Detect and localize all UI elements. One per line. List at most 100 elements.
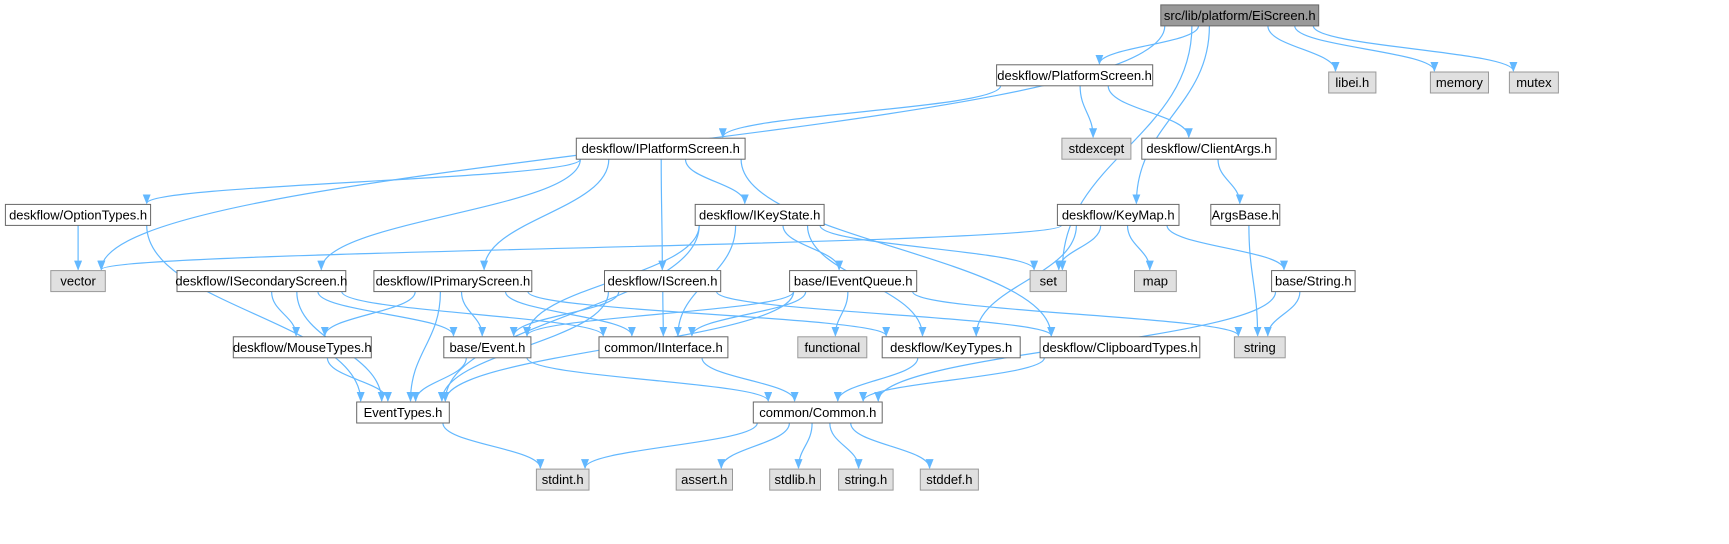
edge-iprimaryscreen-to-eventtypes <box>406 291 441 402</box>
node-label-iprimaryscreen: deskflow/IPrimaryScreen.h <box>376 274 531 289</box>
node-eiscreen[interactable]: src/lib/platform/EiScreen.h <box>1160 4 1320 27</box>
node-label-keymap: deskflow/KeyMap.h <box>1062 207 1175 222</box>
edge-platformscreen-to-iplatformscreen <box>718 85 1002 139</box>
edge-iplatformscreen-to-clipboardtypes <box>740 159 1056 337</box>
node-keytypes[interactable]: deskflow/KeyTypes.h <box>881 336 1021 359</box>
edge-string_h-to-string <box>1263 291 1301 337</box>
node-box-stdlib <box>769 468 822 491</box>
node-argsbase[interactable]: ArgsBase.h <box>1210 203 1281 226</box>
edge-iinterface-to-common <box>701 357 799 402</box>
edge-eiscreen-to-mutex <box>1312 25 1518 72</box>
node-stringh: string.h <box>838 468 894 491</box>
edge-eiscreen-to-keymap <box>1132 25 1210 205</box>
node-iscreen[interactable]: deskflow/IScreen.h <box>604 270 722 293</box>
edge-event-to-eventtypes <box>411 357 467 402</box>
node-common[interactable]: common/Common.h <box>752 401 883 424</box>
node-libei: libei.h <box>1328 71 1377 94</box>
node-label-ieventqueue: base/IEventQueue.h <box>794 274 913 289</box>
node-box-assert <box>675 468 734 491</box>
node-label-stringh: string.h <box>845 472 888 487</box>
node-vector: vector <box>50 270 106 293</box>
edge-argsbase-to-string <box>1248 225 1262 337</box>
node-assert: assert.h <box>675 468 734 491</box>
node-label-mousetypes: deskflow/MouseTypes.h <box>233 340 372 355</box>
node-iplatformscreen[interactable]: deskflow/IPlatformScreen.h <box>575 137 746 160</box>
edge-clientargs-to-argsbase <box>1217 159 1244 205</box>
edge-isecondaryscreen-to-event <box>317 291 458 337</box>
edge-keymap-to-vector <box>97 224 1062 271</box>
node-box-stddef <box>919 468 979 491</box>
edge-ieventqueue-to-event <box>523 291 795 337</box>
node-box-eiscreen <box>1160 4 1320 27</box>
node-box-eventtypes <box>356 401 450 424</box>
node-label-set: set <box>1040 274 1058 289</box>
node-label-string_h: base/String.h <box>1275 274 1352 289</box>
edge-common-to-assert <box>717 422 790 470</box>
edge-clipboardtypes-to-common <box>859 357 1045 402</box>
node-isecondaryscreen[interactable]: deskflow/ISecondaryScreen.h <box>175 270 347 293</box>
node-stdexcept: stdexcept <box>1061 137 1132 160</box>
node-optiontypes[interactable]: deskflow/OptionTypes.h <box>4 203 152 226</box>
node-label-stdexcept: stdexcept <box>1069 141 1125 156</box>
node-stdint: stdint.h <box>535 468 590 491</box>
node-box-mousetypes <box>232 336 372 359</box>
node-box-string <box>1233 336 1286 359</box>
node-label-libei: libei.h <box>1335 75 1369 90</box>
node-label-stdlib: stdlib.h <box>774 472 815 487</box>
node-platformscreen[interactable]: deskflow/PlatformScreen.h <box>996 64 1154 87</box>
node-box-ikeystate <box>694 203 825 226</box>
node-box-iplatformscreen <box>575 137 746 160</box>
node-iprimaryscreen[interactable]: deskflow/IPrimaryScreen.h <box>373 270 533 293</box>
edge-iplatformscreen-to-iprimaryscreen <box>480 159 610 271</box>
node-box-iinterface <box>598 336 729 359</box>
node-label-iinterface: common/IInterface.h <box>604 340 723 355</box>
node-label-string: string <box>1244 340 1276 355</box>
edge-iprimaryscreen-to-keytypes <box>527 291 891 337</box>
node-label-isecondaryscreen: deskflow/ISecondaryScreen.h <box>175 274 347 289</box>
edge-event-to-common <box>526 357 773 402</box>
edge-common-to-stddef <box>850 422 934 470</box>
node-keymap[interactable]: deskflow/KeyMap.h <box>1056 203 1180 226</box>
edge-iplatformscreen-to-optiontypes <box>142 158 581 205</box>
node-mutex: mutex <box>1508 71 1559 94</box>
node-eventtypes[interactable]: EventTypes.h <box>356 401 450 424</box>
node-box-isecondaryscreen <box>176 270 347 293</box>
edge-keymap-to-map <box>1126 225 1154 271</box>
node-label-mutex: mutex <box>1516 75 1552 90</box>
node-event[interactable]: base/Event.h <box>443 336 532 359</box>
node-label-platformscreen: deskflow/PlatformScreen.h <box>997 68 1152 83</box>
node-box-keymap <box>1056 203 1180 226</box>
node-map: map <box>1134 270 1177 293</box>
node-box-set <box>1029 270 1067 293</box>
node-box-stdexcept <box>1061 137 1132 160</box>
node-memory: memory <box>1429 71 1490 94</box>
edge-keymap-to-set <box>1054 225 1102 271</box>
node-box-string_h <box>1271 270 1356 293</box>
node-label-ikeystate: deskflow/IKeyState.h <box>699 207 820 222</box>
edge-iscreen-to-event <box>509 291 620 337</box>
node-iinterface[interactable]: common/IInterface.h <box>598 336 729 359</box>
node-ikeystate[interactable]: deskflow/IKeyState.h <box>694 203 825 226</box>
node-box-keytypes <box>881 336 1021 359</box>
edge-iprimaryscreen-to-event <box>460 291 487 337</box>
edge-platformscreen-to-clientargs <box>1107 85 1193 139</box>
node-box-libei <box>1328 71 1377 94</box>
node-box-clientargs <box>1141 137 1277 160</box>
node-label-iplatformscreen: deskflow/IPlatformScreen.h <box>582 141 740 156</box>
node-label-keytypes: deskflow/KeyTypes.h <box>890 340 1012 355</box>
node-string: string <box>1233 336 1286 359</box>
edge-eiscreen-to-platformscreen <box>1095 25 1200 65</box>
node-clientargs[interactable]: deskflow/ClientArgs.h <box>1141 137 1277 160</box>
node-ieventqueue[interactable]: base/IEventQueue.h <box>789 270 918 293</box>
edge-iprimaryscreen-to-mousetypes <box>320 291 416 337</box>
node-clipboardtypes[interactable]: deskflow/ClipboardTypes.h <box>1039 336 1201 359</box>
node-string_h[interactable]: base/String.h <box>1271 270 1356 293</box>
edge-optiontypes-to-eventtypes <box>146 225 365 402</box>
node-box-optiontypes <box>4 203 152 226</box>
edge-keymap-to-string_h <box>1166 225 1288 271</box>
node-mousetypes[interactable]: deskflow/MouseTypes.h <box>232 336 372 359</box>
node-label-iscreen: deskflow/IScreen.h <box>608 274 718 289</box>
node-box-event <box>443 336 532 359</box>
node-label-stdint: stdint.h <box>542 472 584 487</box>
